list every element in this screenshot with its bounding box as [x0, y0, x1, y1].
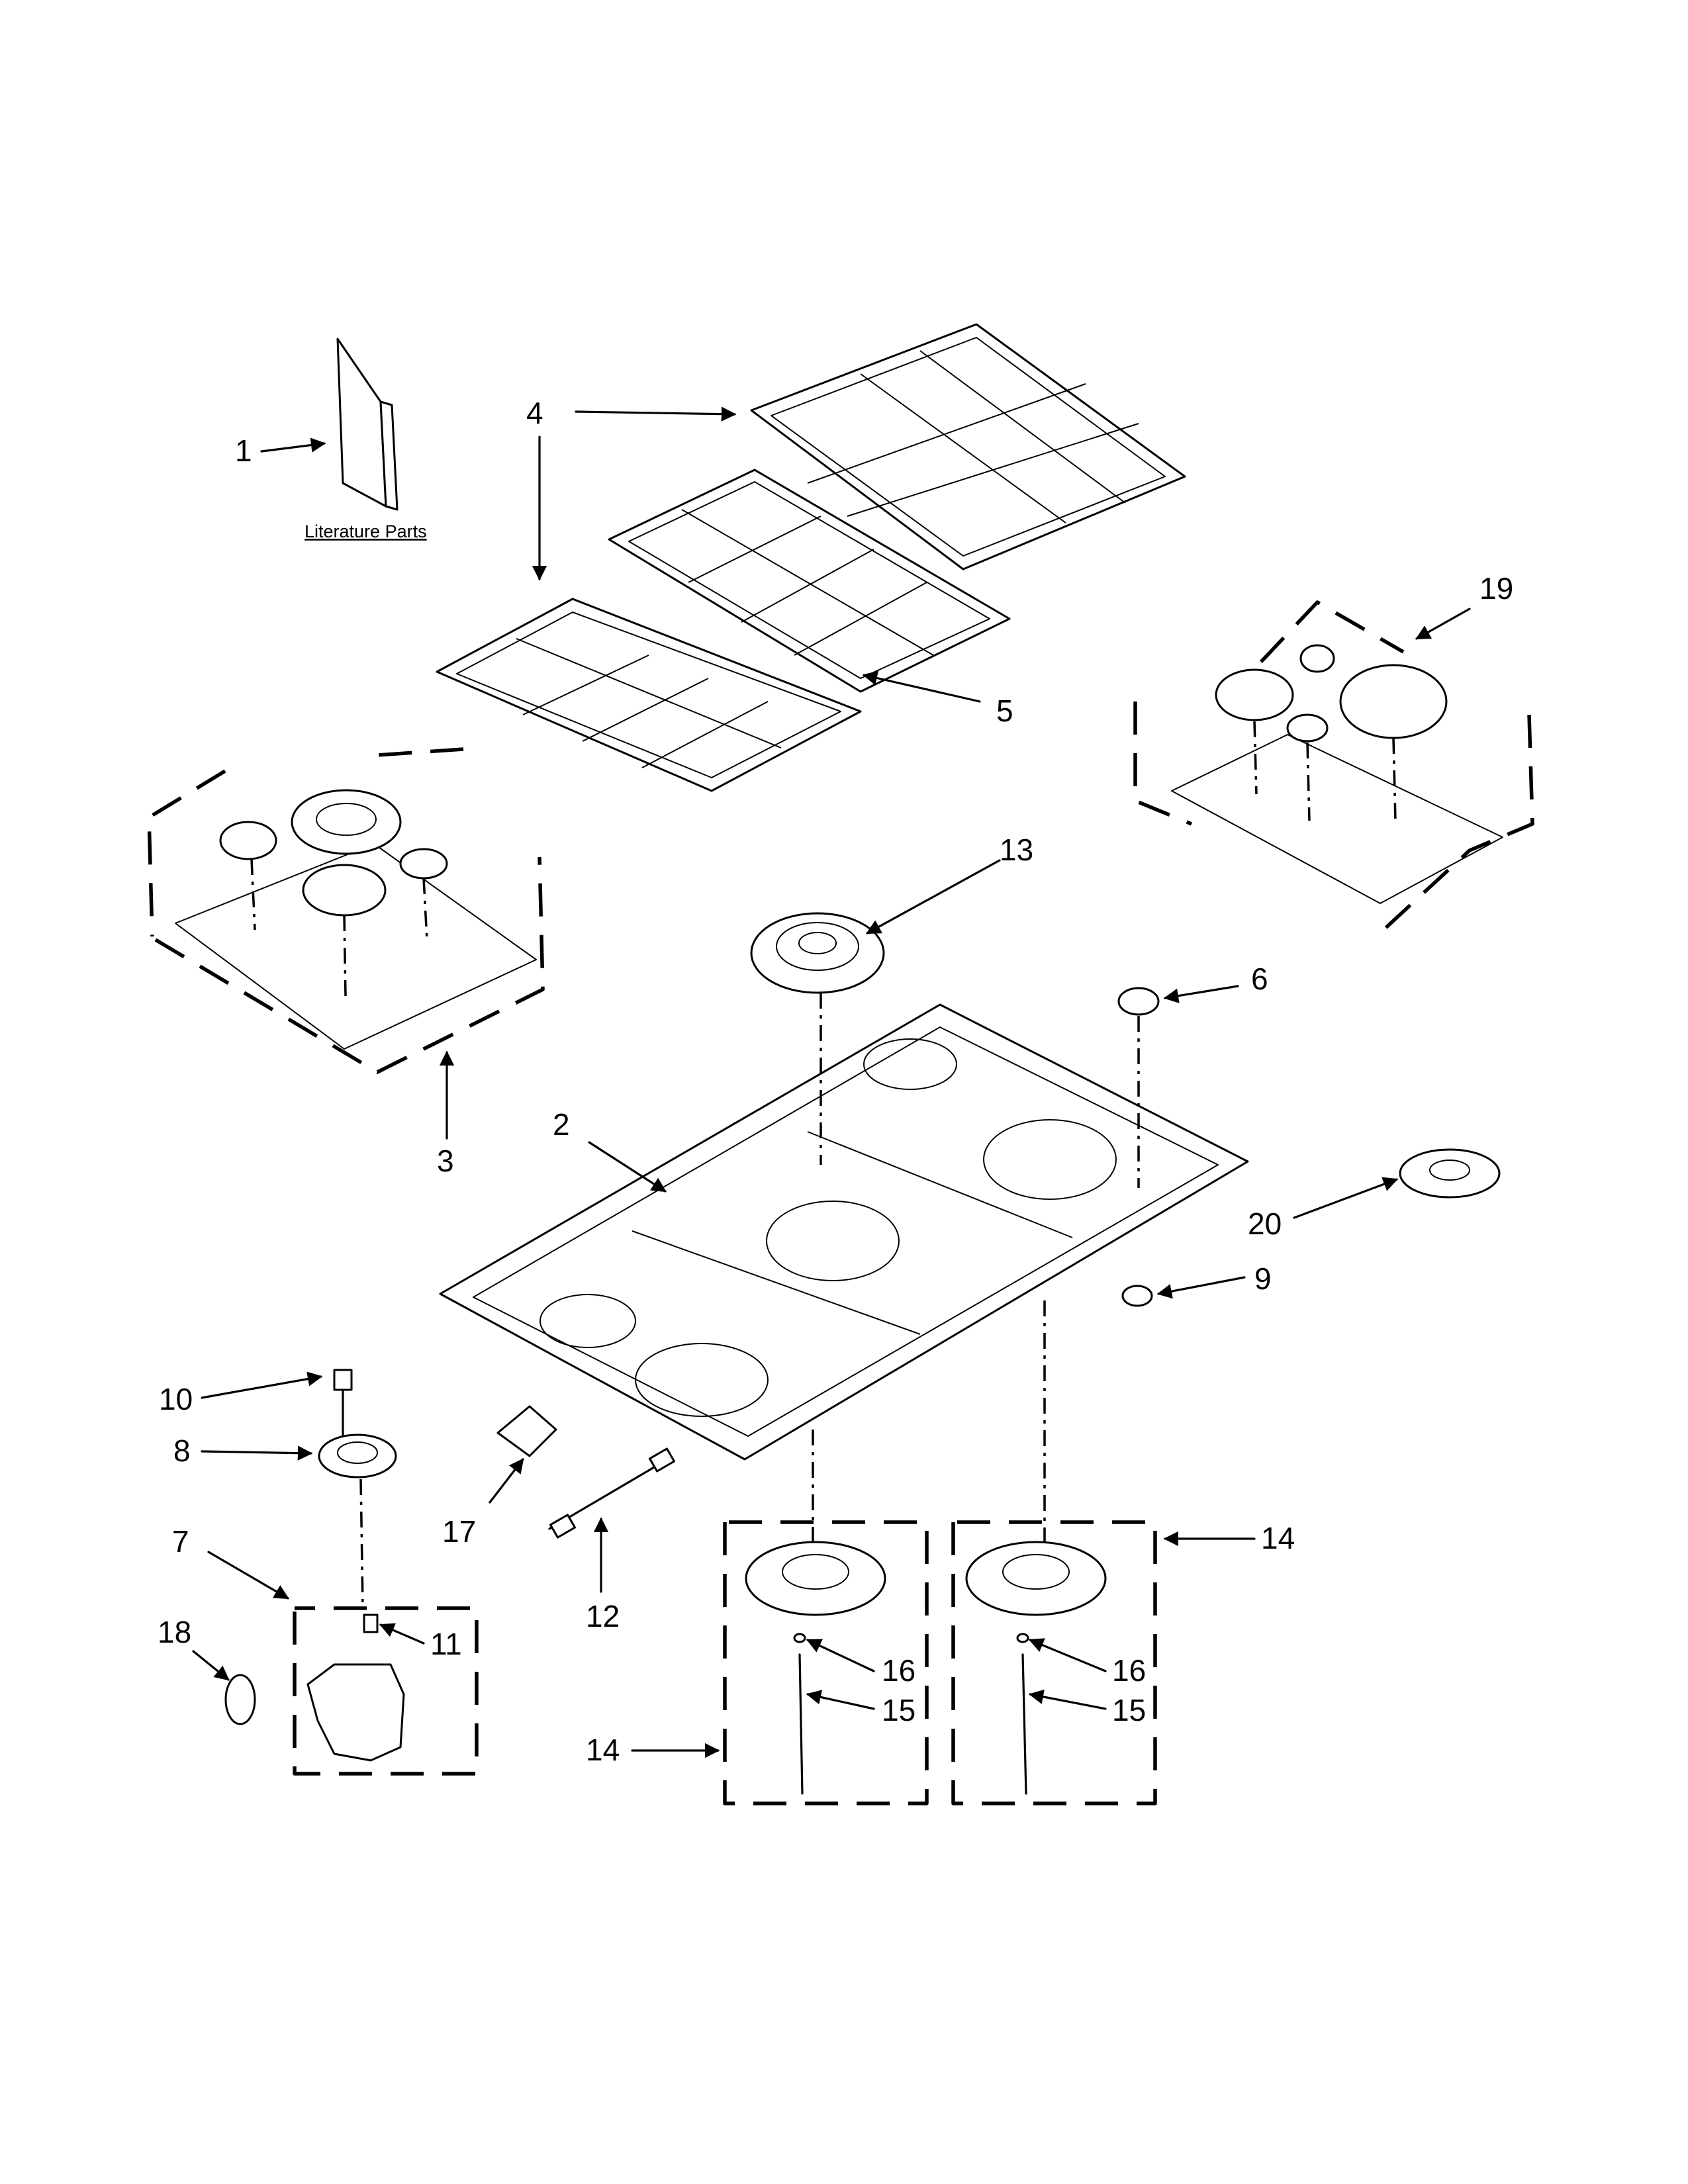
- grate-middle: [608, 469, 1011, 693]
- left-burner-parts: [224, 1369, 479, 1776]
- callout-8: 8: [173, 1433, 191, 1468]
- burner-cap-small: [219, 821, 277, 860]
- callout-6: 6: [1251, 962, 1268, 996]
- cap-kit-group: [147, 747, 545, 1074]
- callout-15-left: 15: [882, 1693, 915, 1727]
- burner-cap-simmer: [399, 848, 448, 880]
- part-12: [548, 1447, 675, 1539]
- part-20: [1399, 1148, 1501, 1199]
- callout-5: 5: [996, 694, 1013, 728]
- callout-17: 17: [442, 1514, 476, 1549]
- callout-10: 10: [159, 1382, 193, 1416]
- callout-9: 9: [1254, 1261, 1272, 1296]
- leader-lines: [192, 406, 1471, 1758]
- callout-19: 19: [1479, 571, 1513, 606]
- callout-2: 2: [553, 1107, 570, 1142]
- callout-14-right: 14: [1261, 1521, 1295, 1555]
- part-8: [318, 1433, 397, 1479]
- callout-16-right: 16: [1112, 1653, 1146, 1688]
- burner-cap-large: [291, 789, 402, 855]
- callout-1: 1: [235, 433, 252, 468]
- burner-head-19: [1215, 668, 1294, 721]
- burner-cap-medium: [302, 864, 387, 917]
- callout-3: 3: [437, 1144, 454, 1178]
- part-18: [224, 1674, 256, 1725]
- part-9: [1121, 1285, 1153, 1307]
- part-17: [496, 1405, 557, 1457]
- part-6: [1117, 987, 1160, 1016]
- burner-kit-group: [1133, 600, 1534, 932]
- burner-group-14-left: [723, 1430, 929, 1805]
- part-7-body: [306, 1663, 405, 1762]
- part-11: [363, 1614, 379, 1633]
- burner-cap-small-19: [1299, 644, 1335, 673]
- literature-parts-label: Literature Parts: [305, 522, 427, 541]
- burner-ring-19: [1339, 664, 1448, 739]
- callout-12: 12: [586, 1599, 620, 1633]
- grate-right: [750, 323, 1186, 570]
- burner-group-14-right: [951, 1300, 1157, 1805]
- cooktop: [439, 1003, 1249, 1461]
- literature-booklet: Literature Parts: [305, 338, 427, 541]
- callout-4: 4: [526, 396, 543, 430]
- callout-13: 13: [1000, 833, 1033, 867]
- callout-20: 20: [1248, 1206, 1282, 1241]
- callout-7: 7: [172, 1524, 189, 1559]
- callout-16-left: 16: [882, 1653, 915, 1688]
- callout-11: 11: [430, 1627, 462, 1661]
- callout-14-left: 14: [586, 1733, 620, 1767]
- part-10: [333, 1369, 353, 1391]
- burner-13: [750, 912, 885, 1165]
- callout-18: 18: [158, 1615, 191, 1649]
- callout-15-right: 15: [1112, 1693, 1146, 1727]
- grate-left: [436, 598, 862, 792]
